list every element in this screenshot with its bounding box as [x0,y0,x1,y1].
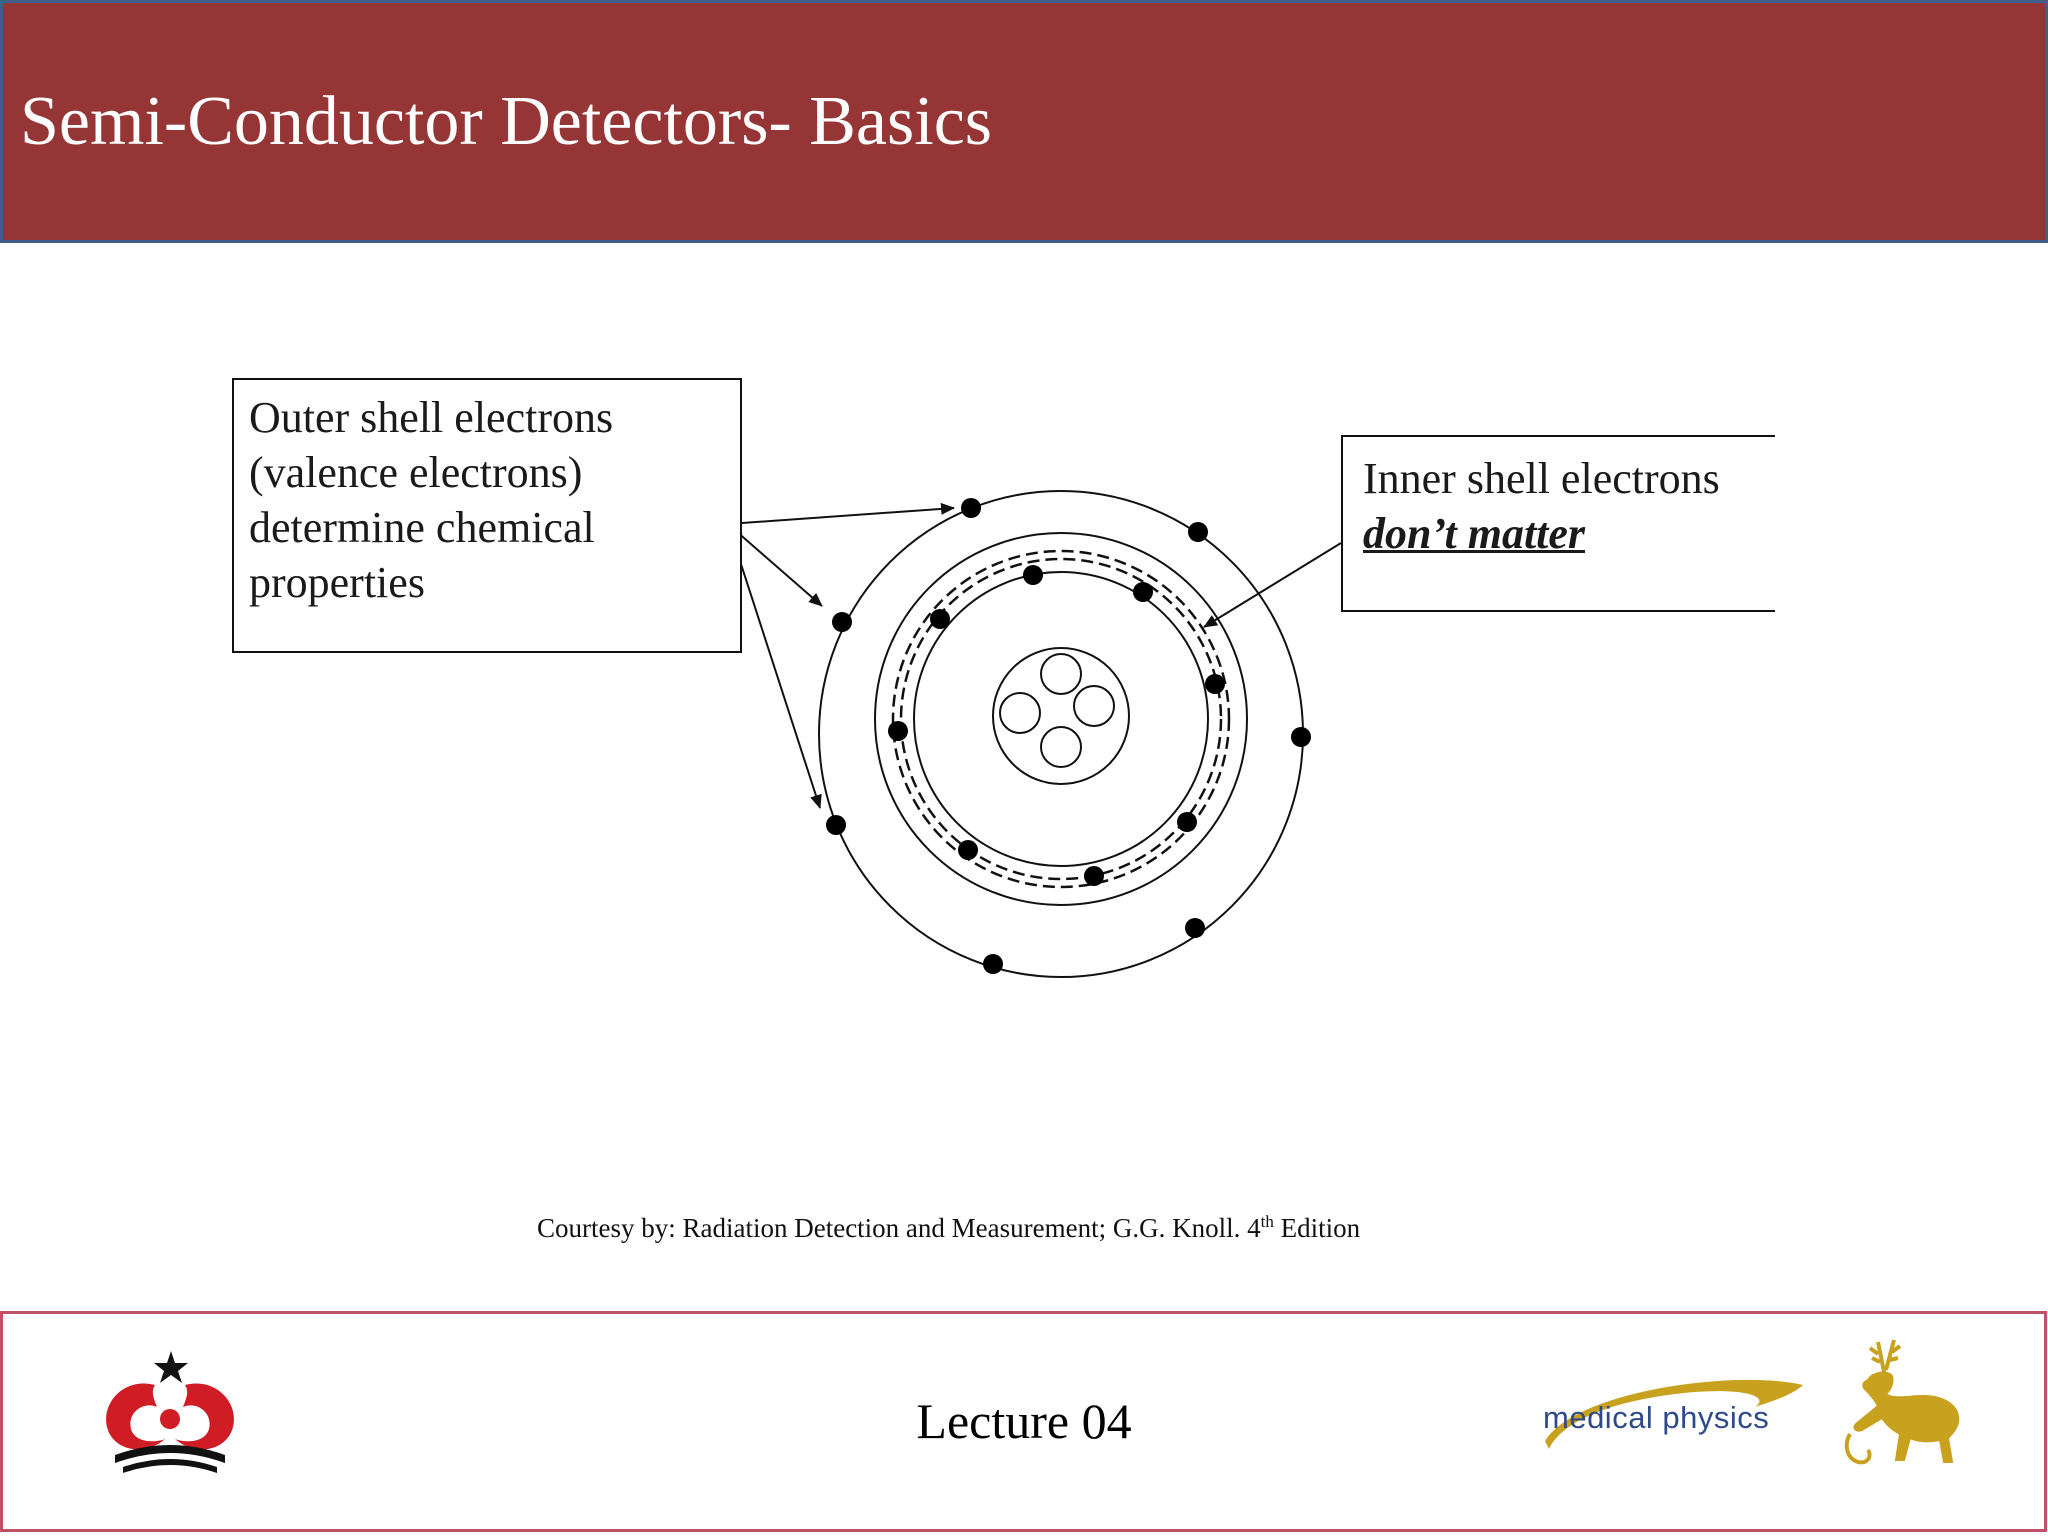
slide-title: Semi-Conductor Detectors- Basics [20,83,993,160]
inner-electron [958,840,978,860]
medical-physics-swoosh-icon [1545,1379,1803,1449]
stag-logo-icon [1844,1339,1960,1465]
outer-shell-callout: Outer shell electrons (valence electrons… [232,378,742,653]
credit-suffix: Edition [1273,1213,1361,1243]
medical-physics-logo-text: medical physics [1543,1400,1770,1435]
outer-callout-line: determine chemical [249,503,595,552]
outer-callout-line: Outer shell electrons [249,393,614,442]
inner-electron [1177,812,1197,832]
inner-electron [1023,565,1043,585]
nucleon [1040,653,1082,695]
university-logo-icon [106,1351,234,1473]
credit-superscript: th [1260,1212,1274,1231]
inner-electron [1084,866,1104,886]
inner-shell-arrow [1203,542,1342,628]
title-bar [0,0,2048,243]
inner-shell-callout: Inner shell electrons don’t matter [1341,435,1775,612]
source-credit: Courtesy by: Radiation Detection and Mea… [537,1212,1360,1244]
inner-electron [1205,674,1225,694]
valence-electron [832,612,852,632]
valence-arrow [727,523,823,607]
lecture-label: Lecture 04 [916,1393,1132,1449]
valence-arrow [727,502,955,525]
inner-electron [888,721,908,741]
inner-shell-ring-outer [874,532,1248,906]
valence-electron [961,498,981,518]
valence-electron [1188,522,1208,542]
inner-shell-ring-dashed-1 [891,549,1231,889]
nucleon [1073,685,1115,727]
credit-text: Courtesy by: Radiation Detection and Mea… [537,1213,1261,1243]
inner-callout-line: Inner shell electrons [1363,454,1720,503]
valence-electron [983,954,1003,974]
nucleus [992,647,1130,785]
valence-arrow [727,523,822,809]
inner-shell-ring-dashed-2 [899,557,1223,881]
outer-callout-line: properties [249,558,425,607]
inner-shell-ring-inner [913,571,1209,867]
nucleon [1040,726,1082,768]
inner-electron [930,609,950,629]
outer-callout-line: (valence electrons) [249,448,583,497]
inner-electron [1133,582,1153,602]
footer [0,1311,2047,1532]
inner-callout-emphasis: don’t matter [1363,509,1586,558]
nucleon [999,692,1041,734]
valence-electron [1185,918,1205,938]
valence-electron [826,815,846,835]
valence-electron [1291,727,1311,747]
